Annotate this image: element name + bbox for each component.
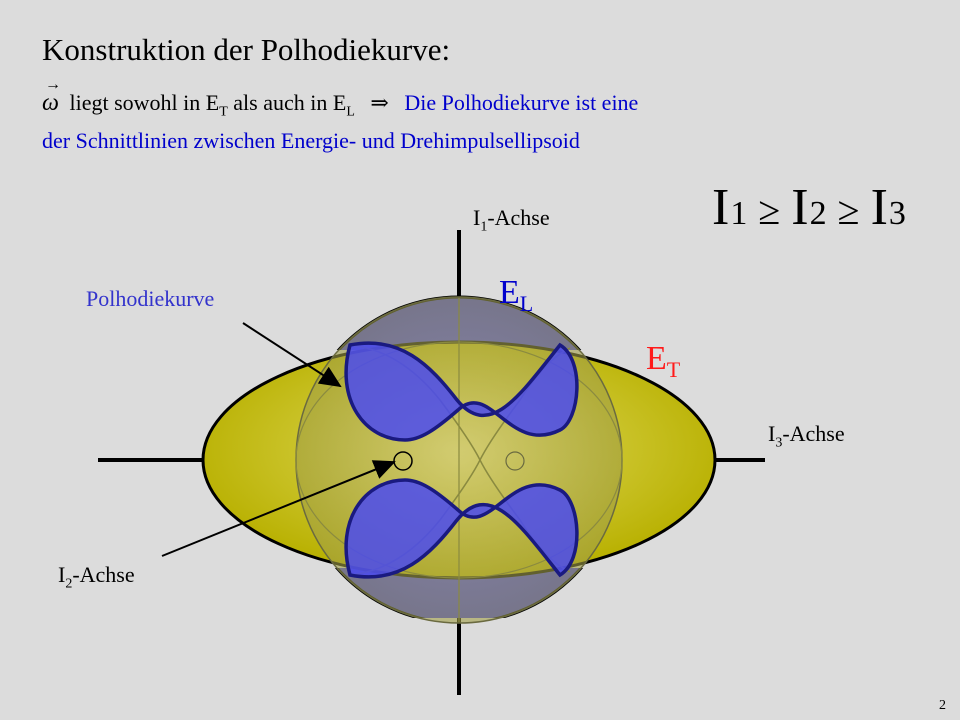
axis-2-back-marker [505,451,525,471]
axis-1-label: I1-Achse [473,205,550,235]
omega-vector-icon: →ω [42,76,61,116]
statement-text-1: liegt sowohl in E [64,90,220,115]
page-number: 2 [939,698,946,713]
axis-2-label: I2-Achse [58,562,135,592]
statement-line-2: der Schnittlinien zwischen Energie- und … [42,128,580,153]
et-label: ET [646,340,681,382]
statement-text-3: Die Polhodiekurve ist eine [404,90,639,115]
axis-2-pointer-arrow [161,460,396,557]
sub-t: T [219,104,228,120]
polhodie-pointer-arrow [242,322,342,388]
polhode-curve-top [344,341,579,442]
sphere-equator [295,341,623,579]
implies-icon: ⇒ [370,90,389,115]
polhodie-label: Polhodiekurve [86,286,215,311]
moment-inequality: I1≥I2≥I3 [712,179,907,236]
page-title: Konstruktion der Polhodiekurve: [42,32,451,67]
el-label: EL [499,274,534,316]
statement-line-1: →ω liegt sowohl in ET als auch in EL ⇒ D… [42,76,639,120]
statement-text-2: als auch in E [227,90,347,115]
polhode-curve-bottom [344,478,579,579]
axis-3-label: I3-Achse [768,421,845,451]
sub-l: L [346,104,355,120]
